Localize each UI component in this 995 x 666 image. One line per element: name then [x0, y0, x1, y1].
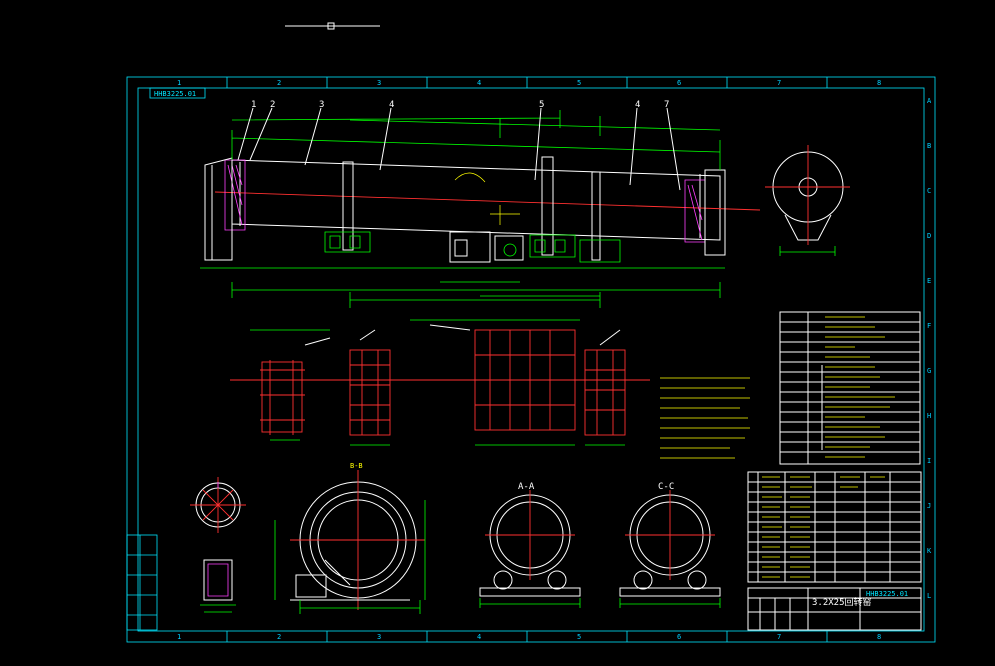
- grid-col-1: 1: [177, 79, 181, 87]
- grid-col-4: 4: [477, 79, 481, 87]
- section-label-B-B: B-B: [350, 462, 363, 470]
- grid-row-H: H: [927, 412, 931, 420]
- callout-numbers: 1 2 3 4 5 4 7: [251, 100, 669, 110]
- grid-row-A: A: [927, 97, 932, 105]
- grid-col-7-bottom: 7: [777, 633, 781, 641]
- grid-col-1-bottom: 1: [177, 633, 181, 641]
- rotated-drawing-number-text: HHB3225.01: [154, 90, 196, 98]
- grid-row-F: F: [927, 322, 931, 330]
- grid-col-3-bottom: 3: [377, 633, 381, 641]
- section-view-C-C[interactable]: C-C: [619, 482, 721, 608]
- grid-row-E: E: [927, 277, 931, 285]
- title-block-name: 3.2X25回转窑: [812, 596, 872, 608]
- view-scroll-indicator[interactable]: [285, 22, 380, 30]
- technical-notes-block: [660, 377, 750, 459]
- parts-list-table: [747, 471, 922, 583]
- revision-column: [126, 534, 158, 631]
- grid-row-K: K: [927, 547, 932, 555]
- foundation-plan-view[interactable]: [230, 319, 650, 446]
- title-block: 3.2X25回转窑 HHB3225.01: [747, 587, 922, 631]
- bracket-detail[interactable]: [200, 559, 236, 613]
- grid-col-5-bottom: 5: [577, 633, 581, 641]
- rotated-drawing-number: HHB3225.01: [149, 87, 206, 99]
- grid-col-2: 2: [277, 79, 281, 87]
- grid-row-J: J: [927, 502, 931, 510]
- grid-col-2-bottom: 2: [277, 633, 281, 641]
- title-block-drawing-no: HHB3225.01: [866, 590, 908, 598]
- callout-3: 3: [319, 100, 324, 110]
- section-label-C-C: C-C: [658, 482, 674, 492]
- grid-col-8-bottom: 8: [877, 633, 881, 641]
- kiln-elevation-view[interactable]: [200, 107, 761, 308]
- section-view-A-A[interactable]: A-A: [479, 482, 581, 608]
- grid-row-C: C: [927, 187, 931, 195]
- callout-4-right: 4: [635, 100, 640, 110]
- section-label-A-A: A-A: [518, 482, 535, 492]
- grid-row-G: G: [927, 367, 931, 375]
- grid-row-B: B: [927, 142, 931, 150]
- callout-5: 5: [539, 100, 544, 110]
- grid-column-labels: 1 2 3 4 5 6 7 8 1 2 3 4 5 6 7 8: [177, 77, 881, 642]
- callout-2: 2: [270, 100, 275, 110]
- grid-col-6: 6: [677, 79, 681, 87]
- grid-row-L: L: [927, 592, 931, 600]
- grid-col-4-bottom: 4: [477, 633, 481, 641]
- grid-col-8: 8: [877, 79, 881, 87]
- callout-1: 1: [251, 100, 256, 110]
- kiln-hood-side-view[interactable]: [765, 145, 850, 256]
- drawing-frame: [126, 76, 936, 643]
- grid-col-5: 5: [577, 79, 581, 87]
- grid-row-I: I: [927, 457, 931, 465]
- grid-col-7: 7: [777, 79, 781, 87]
- grid-col-3: 3: [377, 79, 381, 87]
- grid-row-D: D: [927, 232, 931, 240]
- specification-table: [779, 311, 921, 465]
- callout-7: 7: [664, 100, 669, 110]
- grid-row-labels: A B C D E F G H I J K L: [927, 97, 932, 600]
- shell-cross-section[interactable]: [190, 477, 246, 533]
- section-view-kiln-inlet[interactable]: B-B: [274, 462, 426, 614]
- callout-4: 4: [389, 100, 394, 110]
- grid-col-6-bottom: 6: [677, 633, 681, 641]
